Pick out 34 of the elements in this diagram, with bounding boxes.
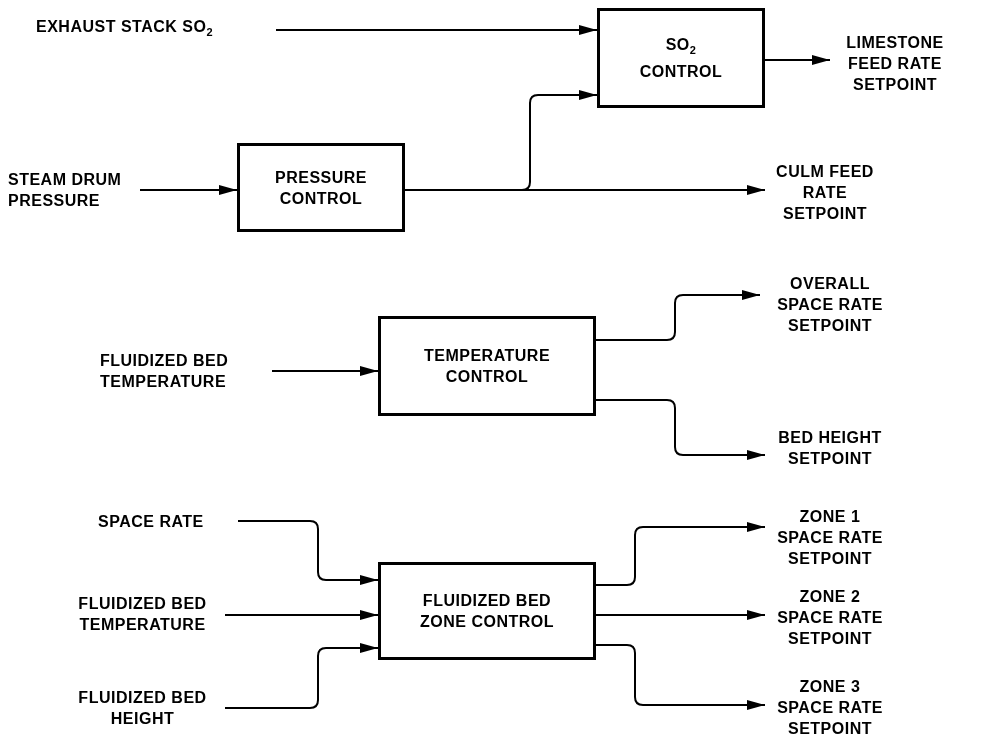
block-label: SO$_{2}$ CONTROL <box>638 34 724 83</box>
signal-label: ZONE 1 SPACE RATE SETPOINT <box>776 506 884 569</box>
signal-label: LIMESTONE FEED RATE SETPOINT <box>845 32 945 95</box>
arrow <box>595 522 766 586</box>
signal-label: FLUIDIZED BED TEMPERATURE <box>100 351 230 392</box>
block-label: FLUIDIZED BED ZONE CONTROL <box>419 591 555 632</box>
arrow <box>224 610 379 620</box>
control-block <box>378 316 596 416</box>
arrow <box>595 610 766 620</box>
signal-label: STEAM DRUM PRESSURE <box>8 170 123 211</box>
signal-label: SPACE RATE <box>98 511 204 532</box>
control-block <box>378 562 596 660</box>
arrow <box>595 399 766 460</box>
signal-label: CULM FEED RATE SETPOINT <box>775 161 875 224</box>
signal-label: OVERALL SPACE RATE SETPOINT <box>776 273 884 336</box>
arrow <box>595 290 761 341</box>
signal-label: ZONE 2 SPACE RATE SETPOINT <box>776 586 884 649</box>
arrow <box>275 25 598 35</box>
arrow <box>224 643 379 709</box>
control-block <box>237 143 405 232</box>
arrow <box>404 90 598 191</box>
signal-label: FLUIDIZED BED HEIGHT <box>77 688 208 729</box>
block-label: TEMPERATURE CONTROL <box>422 346 552 387</box>
control-block <box>597 8 765 108</box>
signal-label: FLUIDIZED BED TEMPERATURE <box>77 594 208 635</box>
block-label: PRESSURE CONTROL <box>274 167 368 209</box>
arrow <box>237 520 379 585</box>
arrow <box>595 644 766 710</box>
signal-label: BED HEIGHT SETPOINT <box>777 428 883 469</box>
arrow <box>271 366 379 376</box>
arrow <box>139 185 238 195</box>
arrow <box>764 55 831 65</box>
signal-label: ZONE 3 SPACE RATE SETPOINT <box>776 676 884 739</box>
signal-label: EXHAUST STACK SO$_{2}$ <box>36 17 213 41</box>
